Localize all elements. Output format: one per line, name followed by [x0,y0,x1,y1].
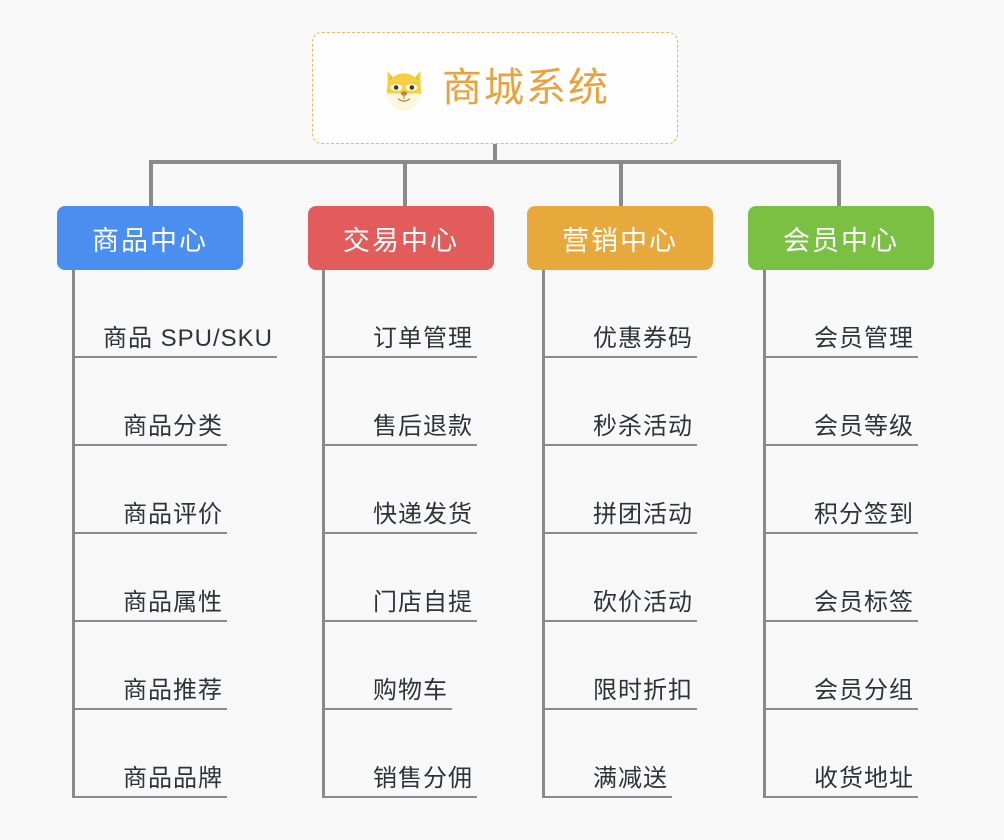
leaf-item[interactable]: 会员分组 [763,622,918,710]
leaf-item-label: 秒杀活动 [593,412,693,440]
leaf-item-label: 商品 SPU/SKU [102,324,273,352]
category-label: 会员中心 [783,225,899,256]
leaf-item[interactable]: 商品推荐 [72,622,227,710]
leaf-item-label: 商品属性 [123,588,223,616]
leaf-spine [542,270,545,798]
leaf-item[interactable]: 门店自提 [322,534,477,622]
leaf-item[interactable]: 秒杀活动 [542,358,697,446]
connector-horizontal-bus [149,160,839,164]
leaf-item-label: 拼团活动 [593,500,693,528]
leaf-item[interactable]: 销售分佣 [322,710,477,798]
leaf-item-label: 砍价活动 [593,588,693,616]
leaf-item[interactable]: 砍价活动 [542,534,697,622]
leaf-spine [763,270,766,798]
leaf-item[interactable]: 会员标签 [763,534,918,622]
leaf-item-label: 会员管理 [814,324,914,352]
leaf-item[interactable]: 会员等级 [763,358,918,446]
category-box-3[interactable]: 营销中心 [527,206,713,270]
leaf-item-label: 商品推荐 [123,676,223,704]
leaf-item[interactable]: 快递发货 [322,446,477,534]
leaf-item[interactable]: 商品评价 [72,446,227,534]
leaf-item-label: 满减送 [593,764,668,792]
leaf-column-4: 会员管理会员等级积分签到会员标签会员分组收货地址 [763,270,1004,798]
leaf-item[interactable]: 限时折扣 [542,622,697,710]
leaf-item-label: 门店自提 [373,588,473,616]
leaf-item[interactable]: 满减送 [542,710,672,798]
leaf-item[interactable]: 购物车 [322,622,452,710]
leaf-item-label: 积分签到 [814,500,914,528]
leaf-item[interactable]: 商品 SPU/SKU [72,270,277,358]
root-title: 商城系统 [442,66,610,110]
leaf-item-label: 限时折扣 [593,676,693,704]
leaf-column-2: 订单管理售后退款快递发货门店自提购物车销售分佣 [322,270,582,798]
leaf-column-3: 优惠券码秒杀活动拼团活动砍价活动限时折扣满减送 [542,270,802,798]
leaf-item-label: 商品品牌 [123,764,223,792]
leaf-item-label: 商品分类 [123,412,223,440]
leaf-item[interactable]: 售后退款 [322,358,477,446]
leaf-item-label: 订单管理 [373,324,473,352]
leaf-item-label: 会员标签 [814,588,914,616]
category-box-4[interactable]: 会员中心 [748,206,934,270]
connector-drop-3 [619,160,623,208]
leaf-item-label: 售后退款 [373,412,473,440]
leaf-item-label: 会员分组 [814,676,914,704]
leaf-item-label: 购物车 [373,676,448,704]
category-label: 交易中心 [343,225,459,256]
leaf-item-label: 会员等级 [814,412,914,440]
leaf-item[interactable]: 优惠券码 [542,270,697,358]
leaf-item[interactable]: 商品属性 [72,534,227,622]
leaf-item[interactable]: 拼团活动 [542,446,697,534]
leaf-item[interactable]: 会员管理 [763,270,918,358]
category-label: 营销中心 [562,225,678,256]
leaf-item-label: 商品评价 [123,500,223,528]
connector-root-stem [493,144,497,163]
leaf-item-label: 优惠券码 [593,324,693,352]
root-node[interactable]: 商城系统 [312,32,678,144]
leaf-item[interactable]: 订单管理 [322,270,477,358]
leaf-spine [322,270,325,798]
category-box-2[interactable]: 交易中心 [308,206,494,270]
leaf-spine [72,270,75,798]
leaf-item[interactable]: 商品分类 [72,358,227,446]
leaf-item[interactable]: 积分签到 [763,446,918,534]
leaf-item-label: 快递发货 [373,500,473,528]
category-box-1[interactable]: 商品中心 [57,206,243,270]
connector-drop-4 [837,160,841,208]
leaf-column-1: 商品 SPU/SKU 商品分类商品评价商品属性商品推荐商品品牌 [72,270,332,798]
shiba-dog-face-icon [380,65,428,113]
leaf-item[interactable]: 收货地址 [763,710,918,798]
connector-drop-2 [403,160,407,208]
leaf-item-label: 销售分佣 [373,764,473,792]
category-label: 商品中心 [92,225,208,256]
leaf-item[interactable]: 商品品牌 [72,710,227,798]
connector-drop-1 [149,160,153,208]
leaf-item-label: 收货地址 [814,764,914,792]
